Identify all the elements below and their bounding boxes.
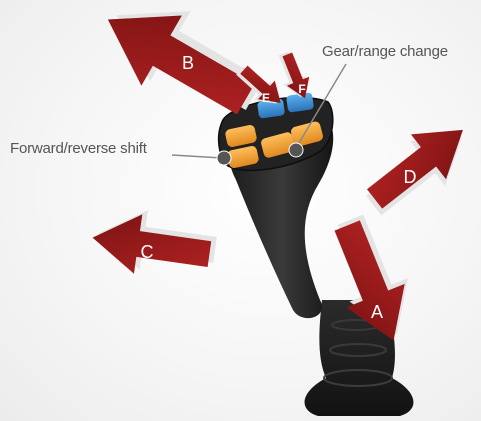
arrow-letter-a: A: [371, 302, 383, 322]
forward-reverse-leader-dot: [217, 151, 231, 165]
gear-range-leader-dot: [289, 143, 303, 157]
arrow-letter-b: B: [182, 53, 194, 73]
arrow-letter-c: C: [141, 242, 154, 262]
gear-range-change-label: Gear/range change: [322, 43, 448, 60]
forward-reverse-leader-line: [172, 155, 222, 158]
arrow-d: [353, 107, 481, 228]
arrow-c: [88, 203, 219, 284]
forward-reverse-shift-label: Forward/reverse shift: [10, 140, 147, 157]
arrow-letter-e: E: [262, 91, 270, 105]
arrow-letter-d: D: [404, 167, 417, 187]
arrow-letter-f: F: [298, 82, 305, 96]
joystick: [219, 92, 414, 416]
